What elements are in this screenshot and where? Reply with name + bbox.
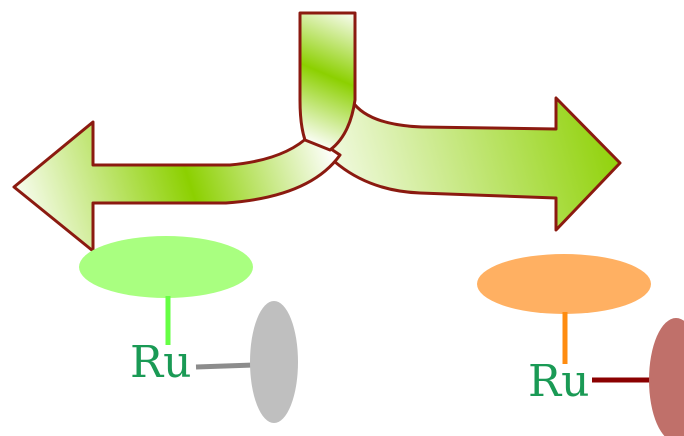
left-branch-arrow [12, 120, 342, 253]
right-branch-arrow [304, 96, 622, 232]
stem-arrow-shaft [298, 11, 357, 152]
left-side-bond [195, 362, 255, 370]
left-ligand-ellipse [79, 236, 253, 298]
left-side-ligand-ellipse [250, 301, 298, 423]
right-side-ligand-ellipse [649, 318, 684, 436]
right-ligand-ellipse [477, 254, 651, 314]
